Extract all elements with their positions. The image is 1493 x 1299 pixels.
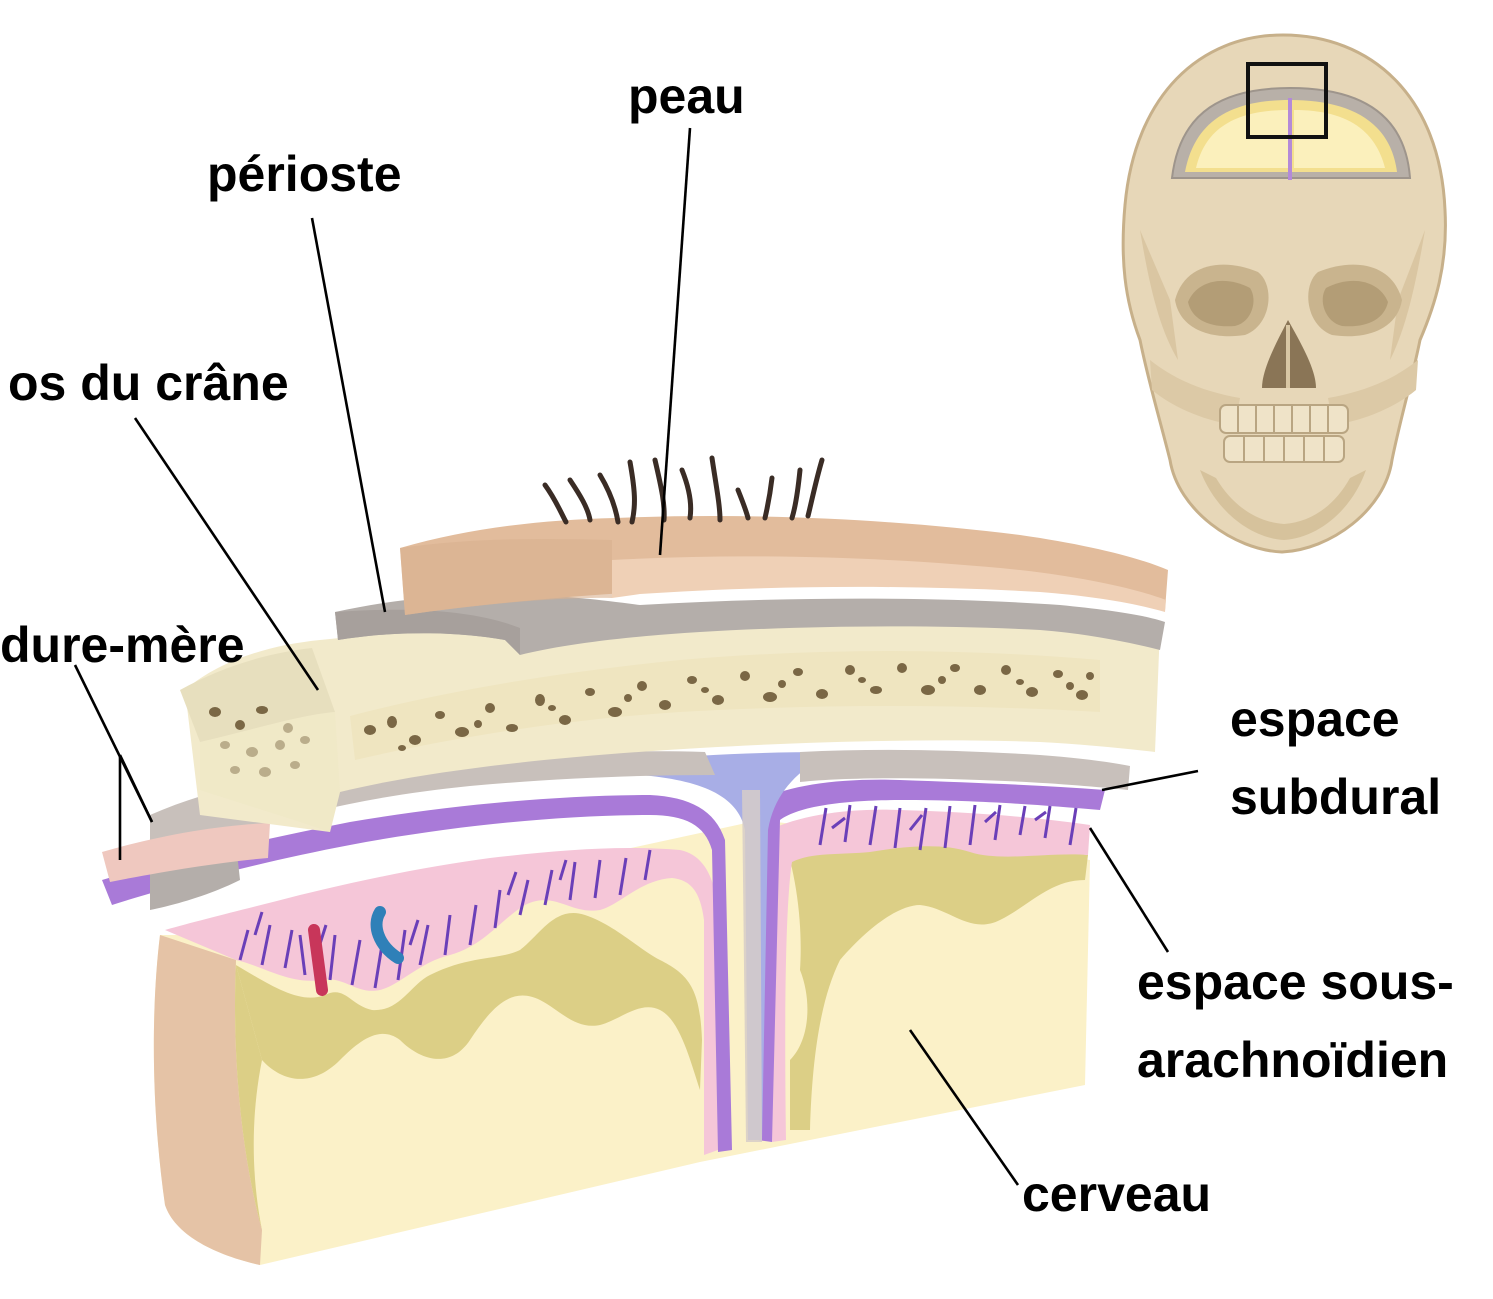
vein: [370, 906, 404, 964]
label-cerveau: cerveau: [1022, 1166, 1212, 1222]
teeth: [1219, 404, 1349, 463]
dura-mater-right: [800, 749, 1130, 790]
arachnoid-trabeculae: [238, 804, 1078, 989]
gray-matter-left: [236, 913, 702, 1090]
leader-espace-subdural: [1101, 769, 1199, 792]
jaw: [1200, 470, 1366, 540]
skull-shading: [1140, 230, 1178, 360]
leader-dure-mere-3: [118, 754, 154, 823]
leader-perioste: [310, 217, 387, 613]
gray-matter-right: [790, 844, 1088, 1130]
label-espace-subdural-line2: subdural: [1230, 769, 1442, 825]
label-perioste: périoste: [207, 146, 402, 202]
label-espace-sous-arachnoidien-line2: arachnoïdien: [1137, 1032, 1449, 1088]
falx-cerebri: [742, 790, 762, 1142]
label-os-du-crane: os du crâne: [8, 355, 289, 411]
dura-outer-flap: [102, 823, 270, 882]
dermis-layer: [612, 556, 1166, 612]
label-espace-sous-arachnoidien-line1: espace sous-: [1137, 954, 1454, 1010]
leader-lines: [73, 127, 1199, 1186]
region-indicator-box: [1246, 62, 1328, 139]
label-espace-subdural-line1: espace: [1230, 691, 1400, 747]
label-dure-mere: dure-mère: [0, 617, 245, 673]
hair: [542, 455, 825, 525]
spongy-bone: [350, 651, 1100, 760]
skull-illustration: [1121, 33, 1447, 554]
periosteum: [335, 594, 1165, 655]
leader-peau: [658, 127, 692, 556]
leader-cerveau: [908, 1029, 1020, 1186]
artery: [308, 924, 328, 996]
leader-os-du-crane: [133, 417, 320, 691]
leader-espace-sous-arachnoidien: [1088, 827, 1170, 953]
subarachnoid-space-right: [770, 809, 1090, 1142]
label-peau: peau: [628, 68, 745, 124]
scalp-meninges-section: [102, 455, 1168, 1265]
subarachnoid-space-left: [165, 847, 718, 1155]
